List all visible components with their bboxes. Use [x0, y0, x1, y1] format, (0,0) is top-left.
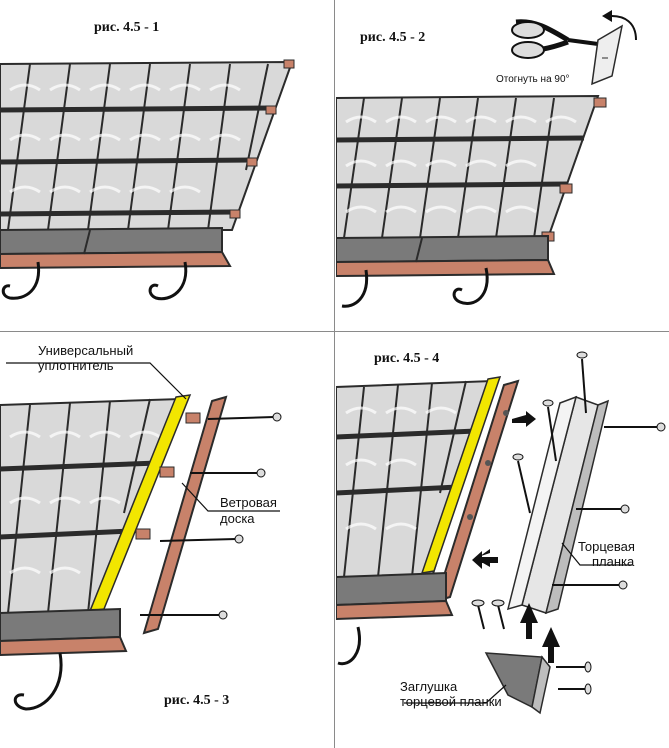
leader-lines	[6, 362, 280, 512]
end-strip-plug	[484, 652, 551, 715]
roof-diagram-3	[0, 362, 282, 711]
eaves-strip	[0, 226, 232, 270]
figure-caption: рис. 4.5 - 2	[360, 30, 426, 45]
batten-ends	[135, 412, 201, 540]
horizontal-divider	[0, 331, 669, 332]
vertical-divider	[334, 0, 335, 748]
gutter-hook	[337, 626, 361, 666]
gutter-hooks	[1, 261, 188, 301]
plug-label-line2: торцевой планки	[400, 694, 502, 709]
roof-diagram-4	[336, 351, 666, 715]
figure-caption: рис. 4.5 - 4	[374, 351, 440, 366]
roof-diagram-1	[0, 59, 295, 301]
roof-tiles	[0, 397, 182, 614]
end-strip	[506, 395, 610, 615]
gutter-hooks	[341, 267, 489, 308]
wind-board	[434, 379, 520, 603]
end-strip-label-line2: планка	[592, 554, 635, 569]
end-strip-label-line1: Торцевая	[578, 539, 635, 554]
plug-label-line1: Заглушка	[400, 679, 458, 694]
nails	[512, 351, 666, 590]
board-label-line1: Ветровая	[220, 495, 277, 510]
bent-strip	[591, 24, 624, 86]
roof-tiles	[0, 60, 294, 231]
figure-4-5-1: рис. 4.5 - 1	[0, 0, 333, 330]
figure-4-5-3: Универсальный уплотнитель Ветровая доска…	[0, 333, 333, 748]
figure-4-5-2: рис. 4.5 - 2 Отогнуть на 90°	[336, 0, 669, 330]
board-label-line2: доска	[220, 511, 255, 526]
bend-note: Отогнуть на 90°	[496, 74, 570, 85]
sealant-label-line2: уплотнитель	[38, 358, 114, 373]
roof-diagram-2	[336, 10, 637, 308]
figure-4-5-4: рис. 4.5 - 4 Торцевая планка Заглушка то…	[336, 333, 669, 748]
nails	[140, 412, 282, 620]
eaves-strip	[0, 607, 128, 657]
roof-tiles	[336, 94, 600, 239]
eaves-strip	[336, 234, 556, 278]
batten-ends	[229, 59, 295, 219]
leader-lines	[404, 542, 632, 704]
figure-caption: рис. 4.5 - 1	[94, 20, 160, 35]
direction-arrows	[472, 411, 560, 663]
roof-tiles	[336, 379, 494, 578]
gutter-hook	[13, 652, 63, 711]
eaves-strip	[336, 571, 454, 621]
screws	[471, 599, 592, 695]
wind-board	[142, 395, 228, 635]
figure-caption: рис. 4.5 - 3	[164, 693, 230, 708]
sealant-strip	[420, 376, 502, 574]
pliers-icon	[511, 19, 599, 59]
bend-arrow	[602, 10, 637, 41]
sealant-label-line1: Универсальный	[38, 343, 134, 358]
